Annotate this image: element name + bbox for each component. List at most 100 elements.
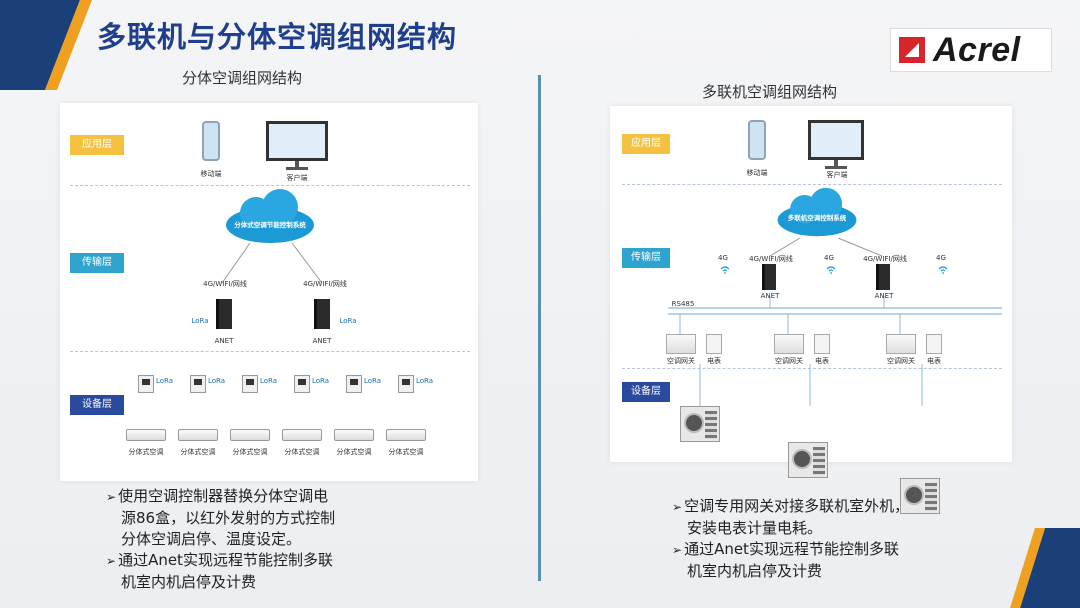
- right-meter-label: 电表: [927, 357, 941, 365]
- right-client-label: 客户端: [826, 171, 848, 179]
- left-bullet-2: ➢通过Anet实现远程节能控制多联 机室内机启停及计费: [106, 550, 396, 593]
- right-gateway-label: 空调网关: [667, 357, 695, 365]
- left-layer-separator: [70, 351, 470, 352]
- left-anet-label-1: ANET: [214, 337, 234, 345]
- left-ac-controller: [138, 375, 154, 393]
- left-subtitle: 分体空调组网结构: [182, 69, 303, 87]
- right-rs485-label: RS485: [671, 300, 695, 308]
- right-bullet-1-line-2: 安装电表计量电耗。: [687, 519, 823, 537]
- left-controller-lora-label: LoRa: [208, 377, 226, 385]
- wifi-signal-icon: [826, 266, 836, 274]
- arrow-bullet-icon: ➢: [106, 554, 117, 568]
- left-anet-label-2: ANET: [312, 337, 332, 345]
- right-anet-gateway-1: [762, 264, 776, 290]
- right-4g-label-3: 4G: [936, 254, 946, 262]
- right-app-layer-label: 应用层: [622, 134, 670, 154]
- left-app-layer-label: 应用层: [70, 135, 124, 155]
- right-bullet-2-line-1: 通过Anet实现远程节能控制多联: [684, 540, 899, 558]
- left-link-label-1: 4G/WIFI/网线: [203, 280, 247, 288]
- right-electric-meter: [814, 334, 830, 354]
- left-network-lines: [221, 242, 323, 284]
- page-title: 多联机与分体空调组网结构: [97, 20, 458, 54]
- right-bullet-2: ➢通过Anet实现远程节能控制多联 机室内机启停及计费: [672, 539, 972, 582]
- acrel-logo-mark-icon: [899, 37, 925, 63]
- arrow-bullet-icon: ➢: [672, 500, 683, 514]
- wifi-signal-icon: [938, 266, 948, 274]
- left-lora-label-b: LoRa: [339, 317, 357, 325]
- left-client-label: 客户端: [286, 174, 308, 182]
- left-anet-gateway-2: [314, 299, 330, 329]
- left-split-ac-unit: [386, 429, 426, 441]
- right-transport-layer-label: 传输层: [622, 248, 670, 268]
- left-cloud-label: 分体式空调节能控制系统: [234, 221, 306, 229]
- right-4g-label-2: 4G: [824, 254, 834, 262]
- right-device-layer-label: 设备层: [622, 382, 670, 402]
- right-meter-label: 电表: [815, 357, 829, 365]
- arrow-bullet-icon: ➢: [106, 490, 117, 504]
- left-anet-gateway-1: [216, 299, 232, 329]
- right-vrf-outdoor-unit: [900, 478, 940, 514]
- right-electric-meter: [926, 334, 942, 354]
- left-bullet-1: ➢使用空调控制器替换分体空调电 源86盒，以红外发射的方式控制 分体空调启停、温…: [106, 486, 396, 550]
- arrow-bullet-icon: ➢: [672, 543, 683, 557]
- left-bullet-1-line-2: 源86盒，以红外发射的方式控制: [121, 509, 336, 527]
- left-controller-lora-label: LoRa: [260, 377, 278, 385]
- right-gateway-label: 空调网关: [887, 357, 915, 365]
- left-ac-controller: [346, 375, 362, 393]
- corner-decoration-bottom-right: [1010, 528, 1080, 608]
- left-bullet-1-line-1: 使用空调控制器替换分体空调电: [118, 487, 329, 505]
- left-split-ac-label: 分体式空调: [336, 448, 372, 456]
- left-split-ac-label: 分体式空调: [128, 448, 164, 456]
- left-split-ac-unit: [230, 429, 270, 441]
- right-meter-label: 电表: [707, 357, 721, 365]
- left-client-monitor-icon: [266, 121, 328, 170]
- left-split-ac-label: 分体式空调: [232, 448, 268, 456]
- right-anet-label-2: ANET: [874, 292, 894, 300]
- acrel-logo-text: Acrel: [933, 30, 1021, 69]
- left-ac-controller: [294, 375, 310, 393]
- wifi-signal-icon: [720, 266, 730, 274]
- left-mobile-phone-icon: [202, 121, 220, 161]
- right-cloud-icon: [777, 187, 857, 237]
- right-vrf-outdoor-unit: [680, 406, 720, 442]
- right-layer-separator: [622, 368, 1002, 369]
- right-4g-label-1: 4G: [718, 254, 728, 262]
- column-divider: [538, 75, 541, 581]
- left-transport-layer-label: 传输层: [70, 253, 124, 273]
- left-bullet-2-line-1: 通过Anet实现远程节能控制多联: [118, 551, 333, 569]
- left-ac-controller: [398, 375, 414, 393]
- left-split-ac-unit: [126, 429, 166, 441]
- left-ac-controller: [242, 375, 258, 393]
- right-diagram-panel: 应用层 传输层 设备层 移动端 客户端 多联机空调控制系统 4G 4G 4G 4…: [610, 106, 1012, 514]
- left-split-ac-label: 分体式空调: [284, 448, 320, 456]
- left-split-ac-unit: [178, 429, 218, 441]
- acrel-logo: Acrel: [890, 28, 1052, 72]
- right-vrf-outdoor-unit: [788, 442, 828, 478]
- right-client-monitor-icon: [808, 120, 864, 169]
- left-layer-separator: [70, 185, 470, 186]
- right-bullet-1: ➢空调专用网关对接多联机室外机， 安装电表计量电耗。: [672, 496, 972, 539]
- right-link-label-1: 4G/WIFI/网线: [749, 255, 793, 263]
- right-anet-label-1: ANET: [760, 292, 780, 300]
- right-network-lines: [668, 237, 1002, 406]
- right-mobile-phone-icon: [748, 120, 766, 160]
- corner-decoration-top-left: [0, 0, 92, 90]
- right-electric-meter: [706, 334, 722, 354]
- right-subtitle: 多联机空调组网结构: [702, 83, 838, 101]
- right-ac-gateway: [666, 334, 696, 354]
- left-link-label-2: 4G/WIFI/网线: [303, 280, 347, 288]
- right-layer-separator: [622, 184, 1002, 185]
- left-lora-label-a: LoRa: [191, 317, 209, 325]
- right-mobile-label: 移动端: [746, 169, 768, 177]
- left-diagram-panel: 应用层 传输层 设备层 移动端 客户端 分体式空调节能控制系统 4G/WIFI/…: [60, 103, 478, 481]
- right-ac-gateway: [774, 334, 804, 354]
- right-ac-gateway: [886, 334, 916, 354]
- right-bullet-2-line-2: 机室内机启停及计费: [687, 562, 823, 580]
- left-split-ac-unit: [282, 429, 322, 441]
- left-device-layer-label: 设备层: [70, 395, 124, 415]
- right-link-label-2: 4G/WIFI/网线: [863, 255, 907, 263]
- left-cloud-icon: [226, 189, 314, 243]
- left-mobile-label: 移动端: [200, 170, 222, 178]
- left-controller-lora-label: LoRa: [364, 377, 382, 385]
- right-gateway-label: 空调网关: [775, 357, 803, 365]
